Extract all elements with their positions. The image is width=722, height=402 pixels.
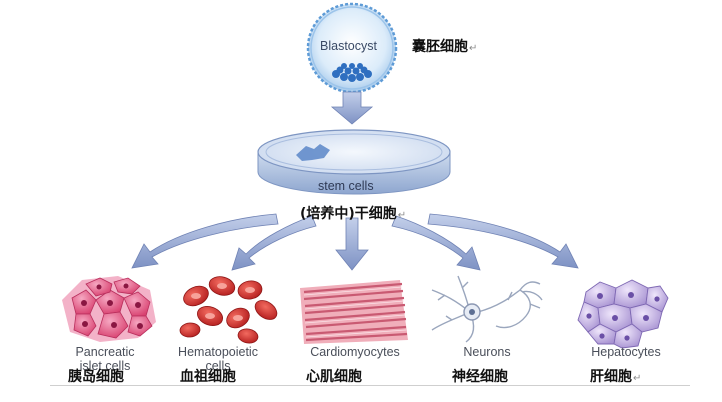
cell-label-en-line1: Hepatocytes	[591, 345, 661, 359]
dish-label-cn-text: (培养中)干细胞	[300, 206, 397, 222]
cell-label-en-hepatocytes: Hepatocytes	[578, 345, 674, 360]
pancreatic-islet-cells-graphic	[62, 276, 156, 342]
return-mark: ↵	[633, 373, 642, 384]
cell-label-en-neurons: Neurons	[452, 345, 522, 360]
hepatocytes-graphic	[577, 279, 669, 349]
differentiation-arrows	[131, 213, 579, 271]
blastocyst-label-cn: 囊胚细胞↵	[412, 39, 478, 55]
dish-label-en: stem cells	[318, 179, 374, 193]
blastocyst-graphic	[306, 2, 398, 94]
blastocyst-label-cn-text: 囊胚细胞	[412, 39, 468, 55]
dish-label-cn: (培养中)干细胞↵	[300, 206, 407, 222]
blastocyst-label-en: Blastocyst	[320, 39, 377, 53]
cell-label-cn-hepatocytes: 肝细胞↵	[590, 369, 642, 385]
cardiomyocytes-graphic	[300, 280, 408, 344]
arrow-blastocyst-to-dish	[330, 91, 374, 125]
cell-label-cn-hepatocytes-text: 肝细胞	[590, 369, 632, 385]
cell-label-en-line2: islet cells	[79, 358, 131, 373]
cell-label-cn-neurons: 神经细胞	[452, 369, 508, 385]
return-mark: ↵	[469, 43, 478, 54]
cell-label-cn-hematopoietic: 血祖细胞	[180, 369, 236, 385]
bottom-divider	[50, 385, 690, 386]
neurons-graphic	[431, 275, 543, 343]
cell-label-en-line1: Neurons	[463, 345, 511, 359]
cell-label-en-line1: Hematopoietic	[178, 345, 258, 359]
petri-dish-graphic	[257, 129, 451, 195]
hematopoietic-cells-graphic	[179, 276, 278, 344]
return-mark: ↵	[397, 210, 407, 221]
cell-label-cn-cardiomyocytes: 心肌细胞	[306, 369, 362, 385]
cell-label-en-line2: cells	[205, 358, 231, 373]
cell-label-en-line1: Cardiomyocytes	[310, 345, 400, 359]
cell-label-en-cardiomyocytes: Cardiomyocytes	[296, 345, 414, 360]
cell-label-en-pancreatic: Pancreatic islet cells	[62, 345, 148, 374]
cell-label-cn-pancreatic: 胰岛细胞	[68, 369, 124, 385]
cell-label-en-line1: Pancreatic	[75, 345, 135, 359]
cell-label-en-hematopoietic: Hematopoietic cells	[166, 345, 270, 374]
